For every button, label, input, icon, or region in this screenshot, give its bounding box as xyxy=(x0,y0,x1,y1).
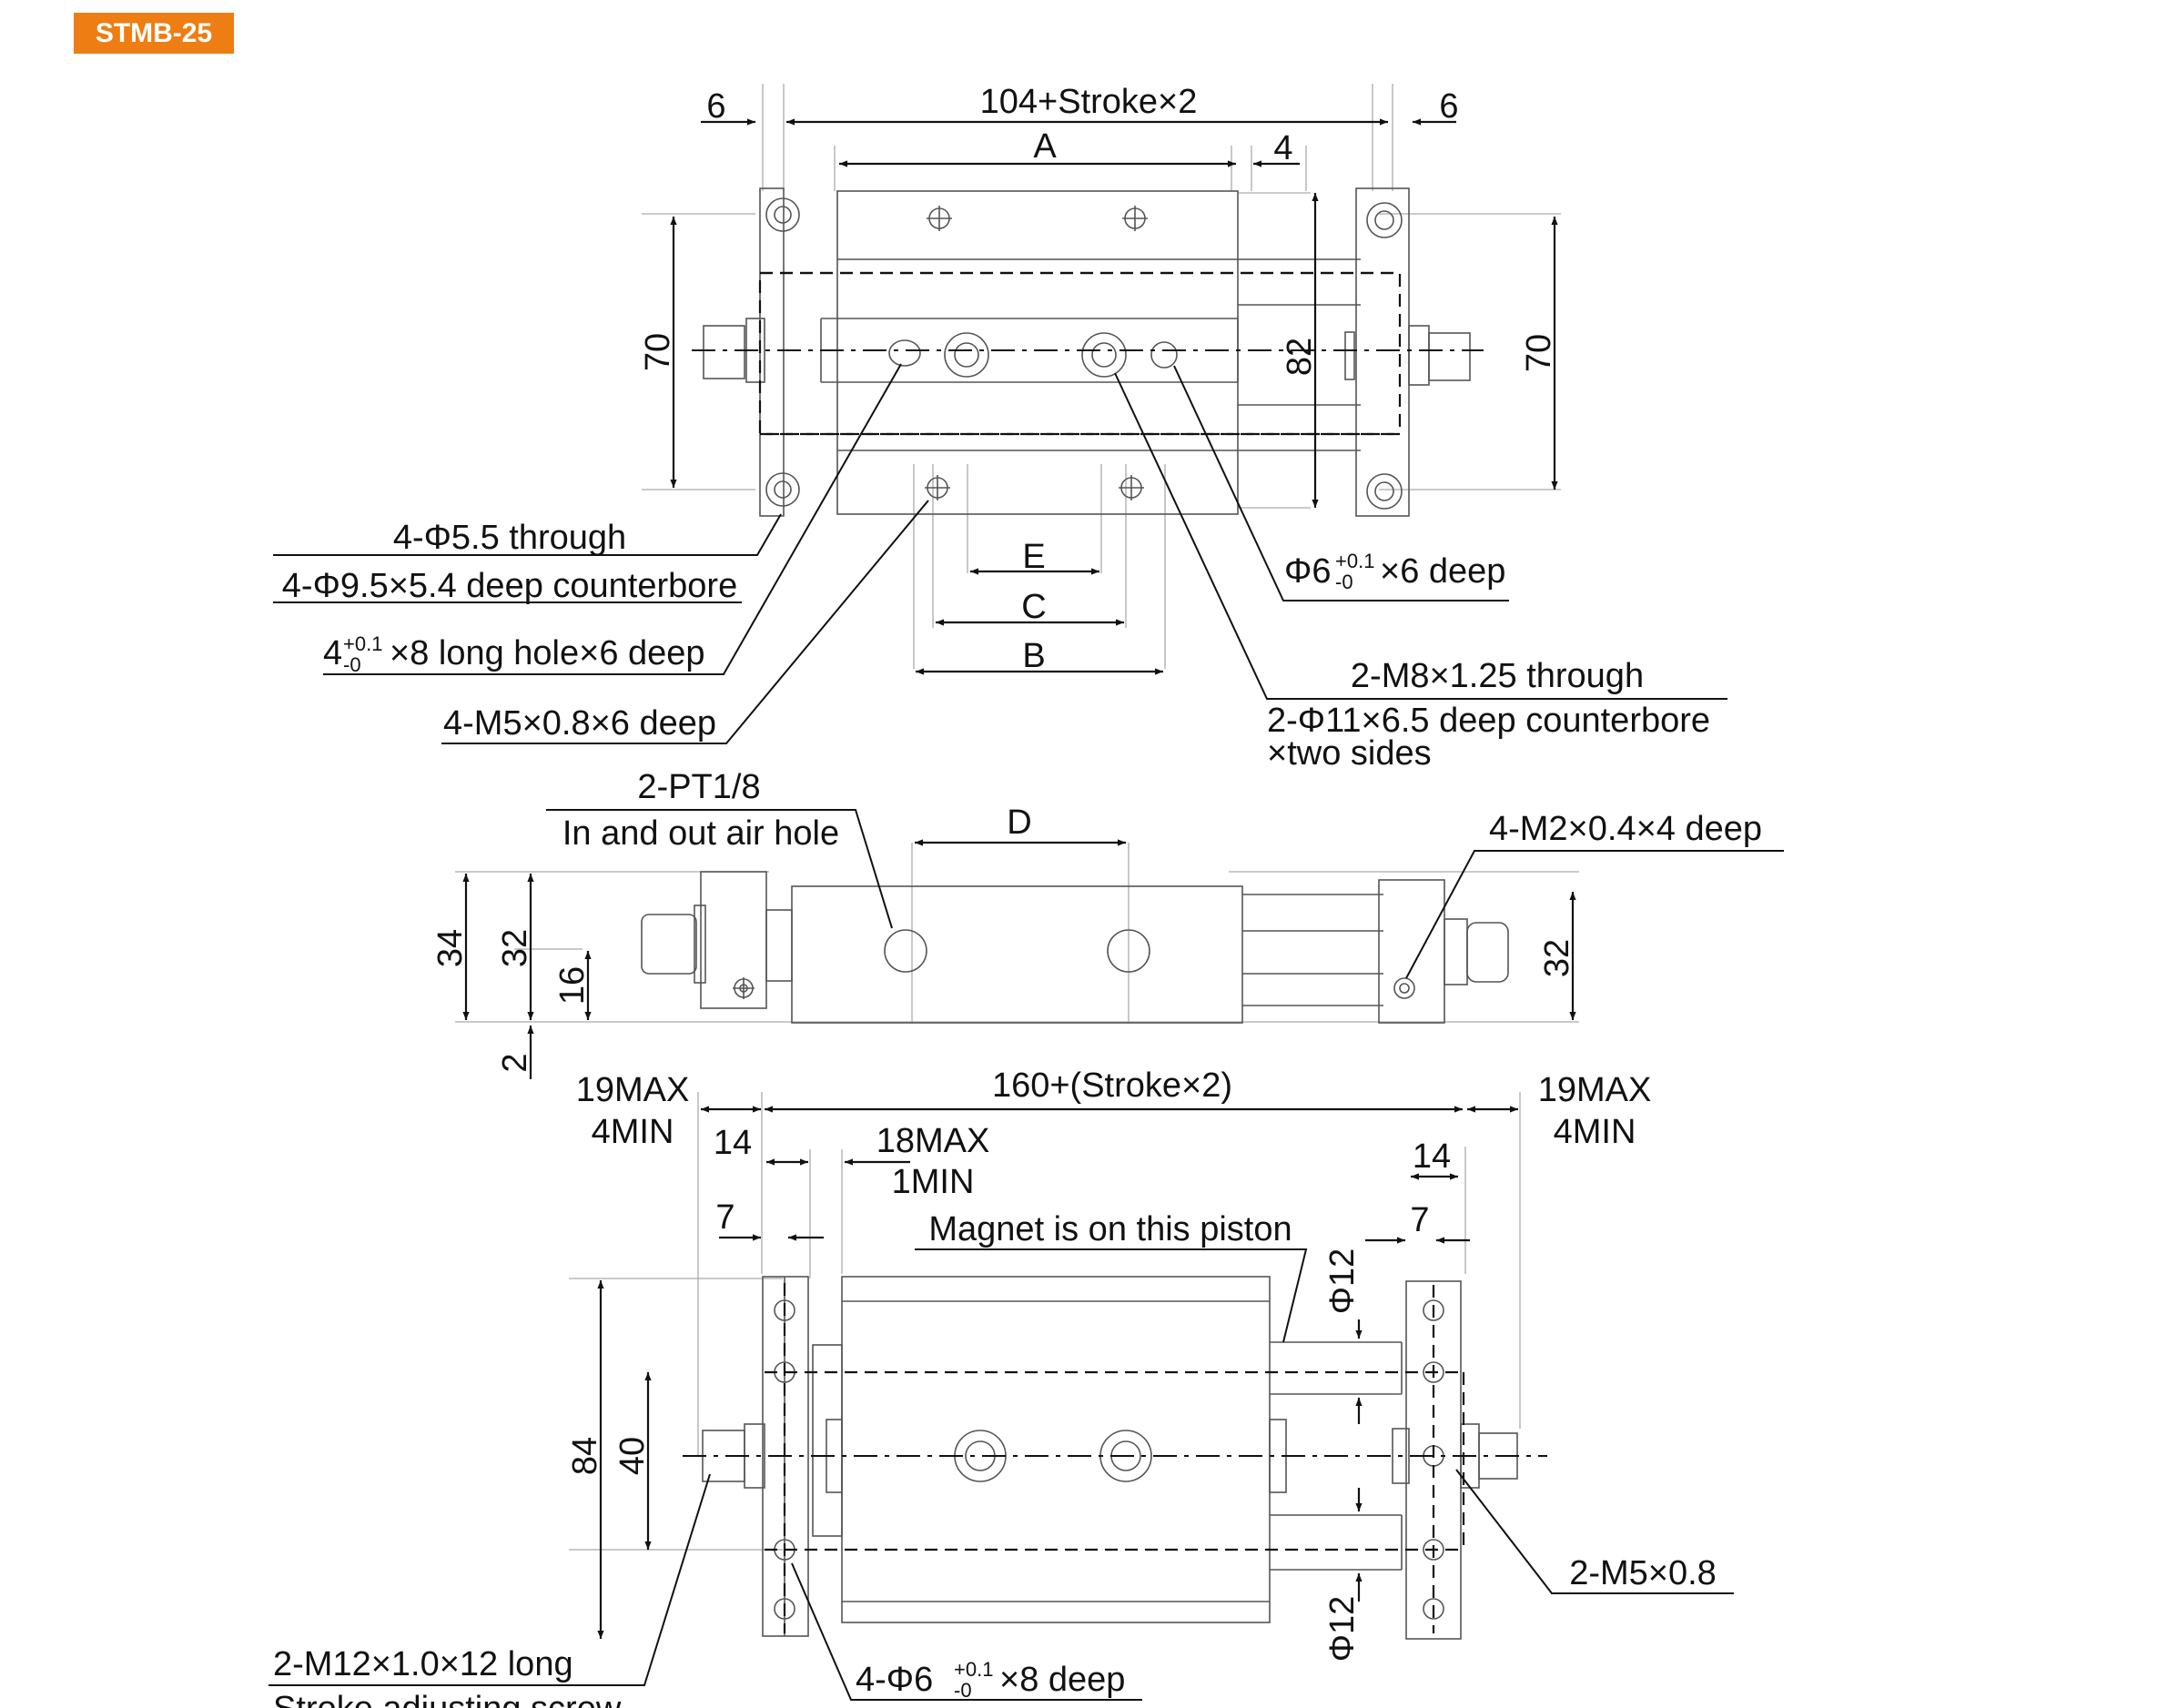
dim-bottom-84: 84 xyxy=(566,1437,604,1475)
dim-side-32-right: 32 xyxy=(1538,939,1576,977)
top-left-bracket xyxy=(703,187,800,517)
side-right-bracket xyxy=(1378,879,1509,1024)
callout-port-label: In and out air hole xyxy=(562,814,839,853)
dim-bottom-overall: 160+(Stroke×2) xyxy=(992,1066,1232,1105)
callout-pin-base-bottom: 4-Φ6 xyxy=(856,1661,933,1699)
dim-side-34: 34 xyxy=(431,929,470,967)
dim-side-32: 32 xyxy=(496,929,534,967)
bottom-body xyxy=(826,1276,1287,1623)
callout-pin-base: Φ6 xyxy=(1284,552,1331,591)
callout-m12: 2-M12×1.0×12 long xyxy=(273,1645,573,1683)
top-body xyxy=(820,190,1239,515)
bottom-view: 19MAX 4MIN 160+(Stroke×2) 19MAX 4MIN 14 … xyxy=(268,1066,1734,1708)
dim-bottom-40: 40 xyxy=(613,1437,652,1475)
dim-bottom-7-right: 7 xyxy=(1410,1201,1429,1239)
callout-screw: Stroke adjusting screw xyxy=(273,1690,622,1708)
callout-m5-tap: 4-M5×0.8×6 deep xyxy=(443,704,716,743)
callout-counterbore: 4-Φ9.5×5.4 deep counterbore xyxy=(282,567,737,605)
dim-side-2: 2 xyxy=(496,1053,534,1072)
dim-side-16: 16 xyxy=(553,966,592,1005)
dim-bottom-14-right: 14 xyxy=(1413,1137,1451,1176)
dim-bottom-left-max: 19MAX xyxy=(576,1071,690,1109)
dim-bottom-7-left: 7 xyxy=(715,1198,734,1237)
dim-b: B xyxy=(1022,637,1045,675)
dim-d: D xyxy=(1007,803,1031,842)
callout-long-hole-tol-dn: -0 xyxy=(343,653,361,676)
callout-pin-tol-up: +0.1 xyxy=(1335,550,1374,572)
dim-top-left-gap: 6 xyxy=(706,87,725,126)
callout-through-hole: 4-Φ5.5 through xyxy=(393,519,626,557)
callout-m5-port: 2-M5×0.8 xyxy=(1569,1554,1717,1592)
callout-m8-counterbore: 2-Φ11×6.5 deep counterbore xyxy=(1267,702,1710,740)
dim-e: E xyxy=(1022,538,1045,576)
top-right-bracket xyxy=(1238,187,1471,517)
callout-m2-tap: 4-M2×0.4×4 deep xyxy=(1489,810,1762,848)
callout-long-hole-base: 4 xyxy=(323,634,342,672)
callout-pin-tol-up-bottom: +0.1 xyxy=(954,1658,993,1681)
dim-c: C xyxy=(1021,588,1046,626)
callout-long-hole-rest: ×8 long hole×6 deep xyxy=(390,634,705,672)
dim-height-mid: 82 xyxy=(1281,338,1319,376)
dim-bottom-right-min: 4MIN xyxy=(1554,1113,1636,1151)
callout-m8-through: 2-M8×1.25 through xyxy=(1351,657,1644,695)
top-view: 6 104+Stroke×2 6 A 4 70 82 70 E C B 4-Φ5… xyxy=(273,83,1727,773)
side-view: 34 32 16 2 32 D 2-PT1/8 In and out air h… xyxy=(431,768,1784,1079)
side-body xyxy=(791,885,1383,1024)
dim-top-right-gap: 6 xyxy=(1439,87,1458,126)
dim-bottom-14-left: 14 xyxy=(714,1124,752,1162)
callout-port-count: 2-PT1/8 xyxy=(637,768,760,806)
dim-adjust-min: 1MIN xyxy=(892,1163,975,1201)
callout-m8-sides: ×two sides xyxy=(1267,734,1432,773)
bottom-right-bracket xyxy=(1270,1280,1518,1640)
model-badge: STMB-25 xyxy=(74,13,234,54)
dim-phi-top: Φ12 xyxy=(1323,1248,1362,1315)
callout-long-hole-tol-up: +0.1 xyxy=(343,632,382,655)
callout-magnet: Magnet is on this piston xyxy=(928,1210,1292,1248)
dim-height-right: 70 xyxy=(1520,334,1558,372)
callout-pin-tol-dn: -0 xyxy=(1335,571,1353,593)
side-left-bracket xyxy=(641,871,793,1009)
dim-bottom-right-max: 19MAX xyxy=(1538,1071,1652,1109)
dim-four: 4 xyxy=(1273,129,1292,167)
dim-phi-bottom: Φ12 xyxy=(1323,1596,1362,1663)
dim-top-overall: 104+Stroke×2 xyxy=(980,83,1198,121)
dim-adjust-max: 18MAX xyxy=(876,1122,990,1160)
dim-a: A xyxy=(1033,127,1057,166)
dim-bottom-left-min: 4MIN xyxy=(592,1113,674,1151)
callout-pin-rest-bottom: ×8 deep xyxy=(999,1661,1125,1699)
callout-pin-tol-dn-bottom: -0 xyxy=(954,1679,972,1702)
dim-height-left: 70 xyxy=(639,333,677,371)
callout-pin-rest: ×6 deep xyxy=(1380,552,1505,591)
